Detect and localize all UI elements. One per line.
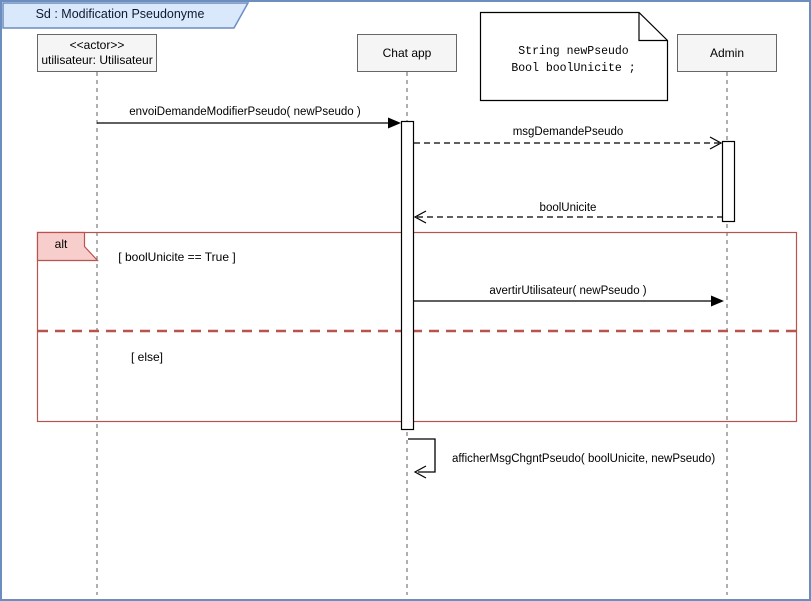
message-line-afficherMsg-self-loop <box>408 438 436 473</box>
alt-guard-true: [ boolUnicite == True ] <box>118 250 236 264</box>
activation-bar-chat-app <box>400 120 415 431</box>
message-arrowhead-afficherMsg <box>413 465 427 479</box>
message-label-envoiDemande: envoiDemandeModifierPseudo( newPseudo ) <box>129 106 361 118</box>
message-arrowhead-envoiDemande <box>388 117 401 129</box>
participant-chat-app: Chat app <box>357 34 457 72</box>
message-arrowhead-avertirUtilisateur <box>711 295 724 307</box>
activation-bar-admin <box>721 140 736 223</box>
note-line-2: Bool boolUnicite ; <box>511 62 636 75</box>
note-shape <box>479 11 669 102</box>
participant-chat-app-label: Chat app <box>382 45 432 60</box>
message-label-afficherMsg: afficherMsgChgntPseudo( boolUnicite, new… <box>452 453 716 465</box>
alt-operator-pentagon <box>36 231 99 262</box>
participant-utilisateur: <<actor>> utilisateur: Utilisateur <box>37 34 157 72</box>
note-fold-icon <box>638 12 668 42</box>
alt-guard-else: [ else] <box>130 350 164 364</box>
message-arrowhead-boolUnicite <box>413 210 427 224</box>
message-label-msgDemandePseudo: msgDemandePseudo <box>512 126 624 138</box>
note-text: String newPseudo Bool boolUnicite ; <box>480 43 667 77</box>
alt-fragment-frame <box>36 231 798 423</box>
message-label-avertirUtilisateur: avertirUtilisateur( newPseudo ) <box>489 285 647 297</box>
participant-admin: Admin <box>677 34 777 72</box>
frame-title: Sd : Modification Pseudonyme <box>35 7 205 21</box>
participant-admin-label: Admin <box>709 45 744 60</box>
message-arrowhead-msgDemandePseudo <box>709 136 723 150</box>
alt-operator-label: alt <box>54 237 68 251</box>
note-line-1: String newPseudo <box>518 45 629 58</box>
message-label-boolUnicite: boolUnicite <box>539 202 597 214</box>
participant-utilisateur-stereotype: <<actor>> <box>69 38 125 52</box>
frame-title-tab <box>2 2 250 29</box>
participant-utilisateur-label: utilisateur: Utilisateur <box>41 53 153 67</box>
